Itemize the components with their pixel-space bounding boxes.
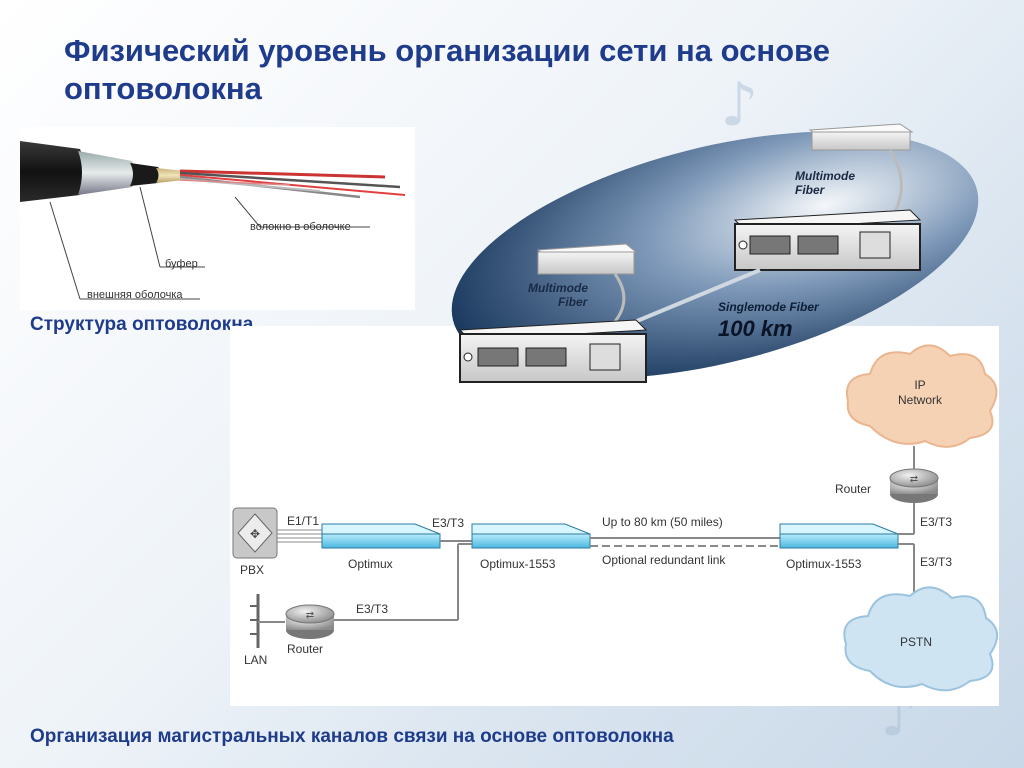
optimux-label: Optimux — [348, 557, 393, 571]
ip-network-label: Network — [898, 393, 943, 407]
e3t3-right-top-label: E3/T3 — [920, 515, 952, 529]
fiber-cable-panel: волокно в оболочке буфер внешняя оболочк… — [20, 127, 415, 310]
media-converter-bottom — [458, 319, 648, 383]
optimux-1553-right-label: Optimux-1553 — [786, 557, 862, 571]
optimux-1553-left-label: Optimux-1553 — [480, 557, 556, 571]
network-diagram-panel: IP Network ⇄ Router ✥ PBX E1/T1 — [230, 326, 999, 706]
label-buffer: буфер — [165, 258, 198, 270]
backbone-caption: Организация магистральных каналов связи … — [30, 726, 674, 747]
router-top-label: Router — [835, 482, 871, 496]
label-sheath: внешняя оболочка — [87, 289, 183, 301]
fiber-strand — [179, 179, 291, 186]
multimode-left-label: Multimode — [528, 281, 588, 295]
network-diagram: IP Network ⇄ Router ✥ PBX E1/T1 — [232, 344, 998, 692]
background-decoration: ♪ — [720, 70, 759, 140]
router-icon: ⇄ — [306, 610, 314, 621]
fiber-strand — [179, 169, 386, 179]
pbx-icon: ✥ — [250, 527, 260, 541]
e3t3-right-bottom-label: E3/T3 — [920, 555, 952, 569]
kevlar-yarn — [156, 168, 188, 183]
multimode-device-top — [808, 123, 914, 151]
cable-caption: Структура оптоволокна — [30, 314, 254, 335]
lan-label: LAN — [244, 653, 267, 667]
ip-network-cloud: IP Network — [846, 344, 998, 448]
multimode-fiber-top — [888, 149, 903, 213]
leader-line — [234, 196, 261, 228]
router-icon: ⇄ — [910, 474, 918, 485]
fiber-strand — [179, 174, 406, 196]
router-bottom-label: Router — [287, 642, 323, 656]
leader-line — [139, 186, 161, 268]
backdrop-ellipse — [451, 131, 979, 379]
router-top: ⇄ — [889, 468, 939, 503]
range-label: Up to 80 km (50 miles) — [602, 515, 723, 529]
router-bottom: ⇄ — [285, 604, 335, 639]
pbx-label: PBX — [240, 563, 264, 577]
multimode-top-label: Fiber — [795, 183, 826, 197]
optimux-1553-left — [471, 523, 591, 549]
distance-label: 100 km — [718, 316, 793, 341]
fiber-strand — [179, 171, 401, 189]
armor-layer — [78, 151, 136, 195]
inner-jacket — [130, 163, 161, 186]
pbx-device: ✥ — [232, 507, 278, 559]
multimode-left-label: Fiber — [558, 295, 589, 309]
ip-network-label: IP — [914, 378, 925, 392]
fiber-link-illustration: Multimode Fiber Multimode Fiber Singlemo… — [451, 123, 979, 383]
singlemode-label: Singlemode Fiber — [718, 300, 820, 314]
slide-title: Физический уровень организации сети на о… — [64, 33, 830, 106]
pstn-cloud: PSTN — [843, 586, 998, 692]
redundant-label: Optional redundant link — [602, 553, 726, 567]
e3t3-router-label: E3/T3 — [356, 602, 388, 616]
fiber-cable-illustration: волокно в оболочке буфер внешняя оболочк… — [20, 141, 406, 301]
multimode-device-left — [536, 243, 638, 275]
singlemode-fiber — [624, 268, 761, 328]
multimode-top-label: Multimode — [795, 169, 855, 183]
optimux-device — [321, 523, 441, 549]
e1t1-label: E1/T1 — [287, 514, 319, 528]
outer-jacket — [20, 141, 85, 202]
leader-line — [49, 201, 81, 300]
e3t3-left-label: E3/T3 — [432, 516, 464, 530]
optimux-1553-right — [779, 523, 899, 549]
pbx-to-optimux-links — [277, 529, 322, 543]
media-converter-top — [733, 209, 922, 271]
pstn-label: PSTN — [900, 635, 932, 649]
label-fiber: волокно в оболочке — [250, 221, 351, 233]
